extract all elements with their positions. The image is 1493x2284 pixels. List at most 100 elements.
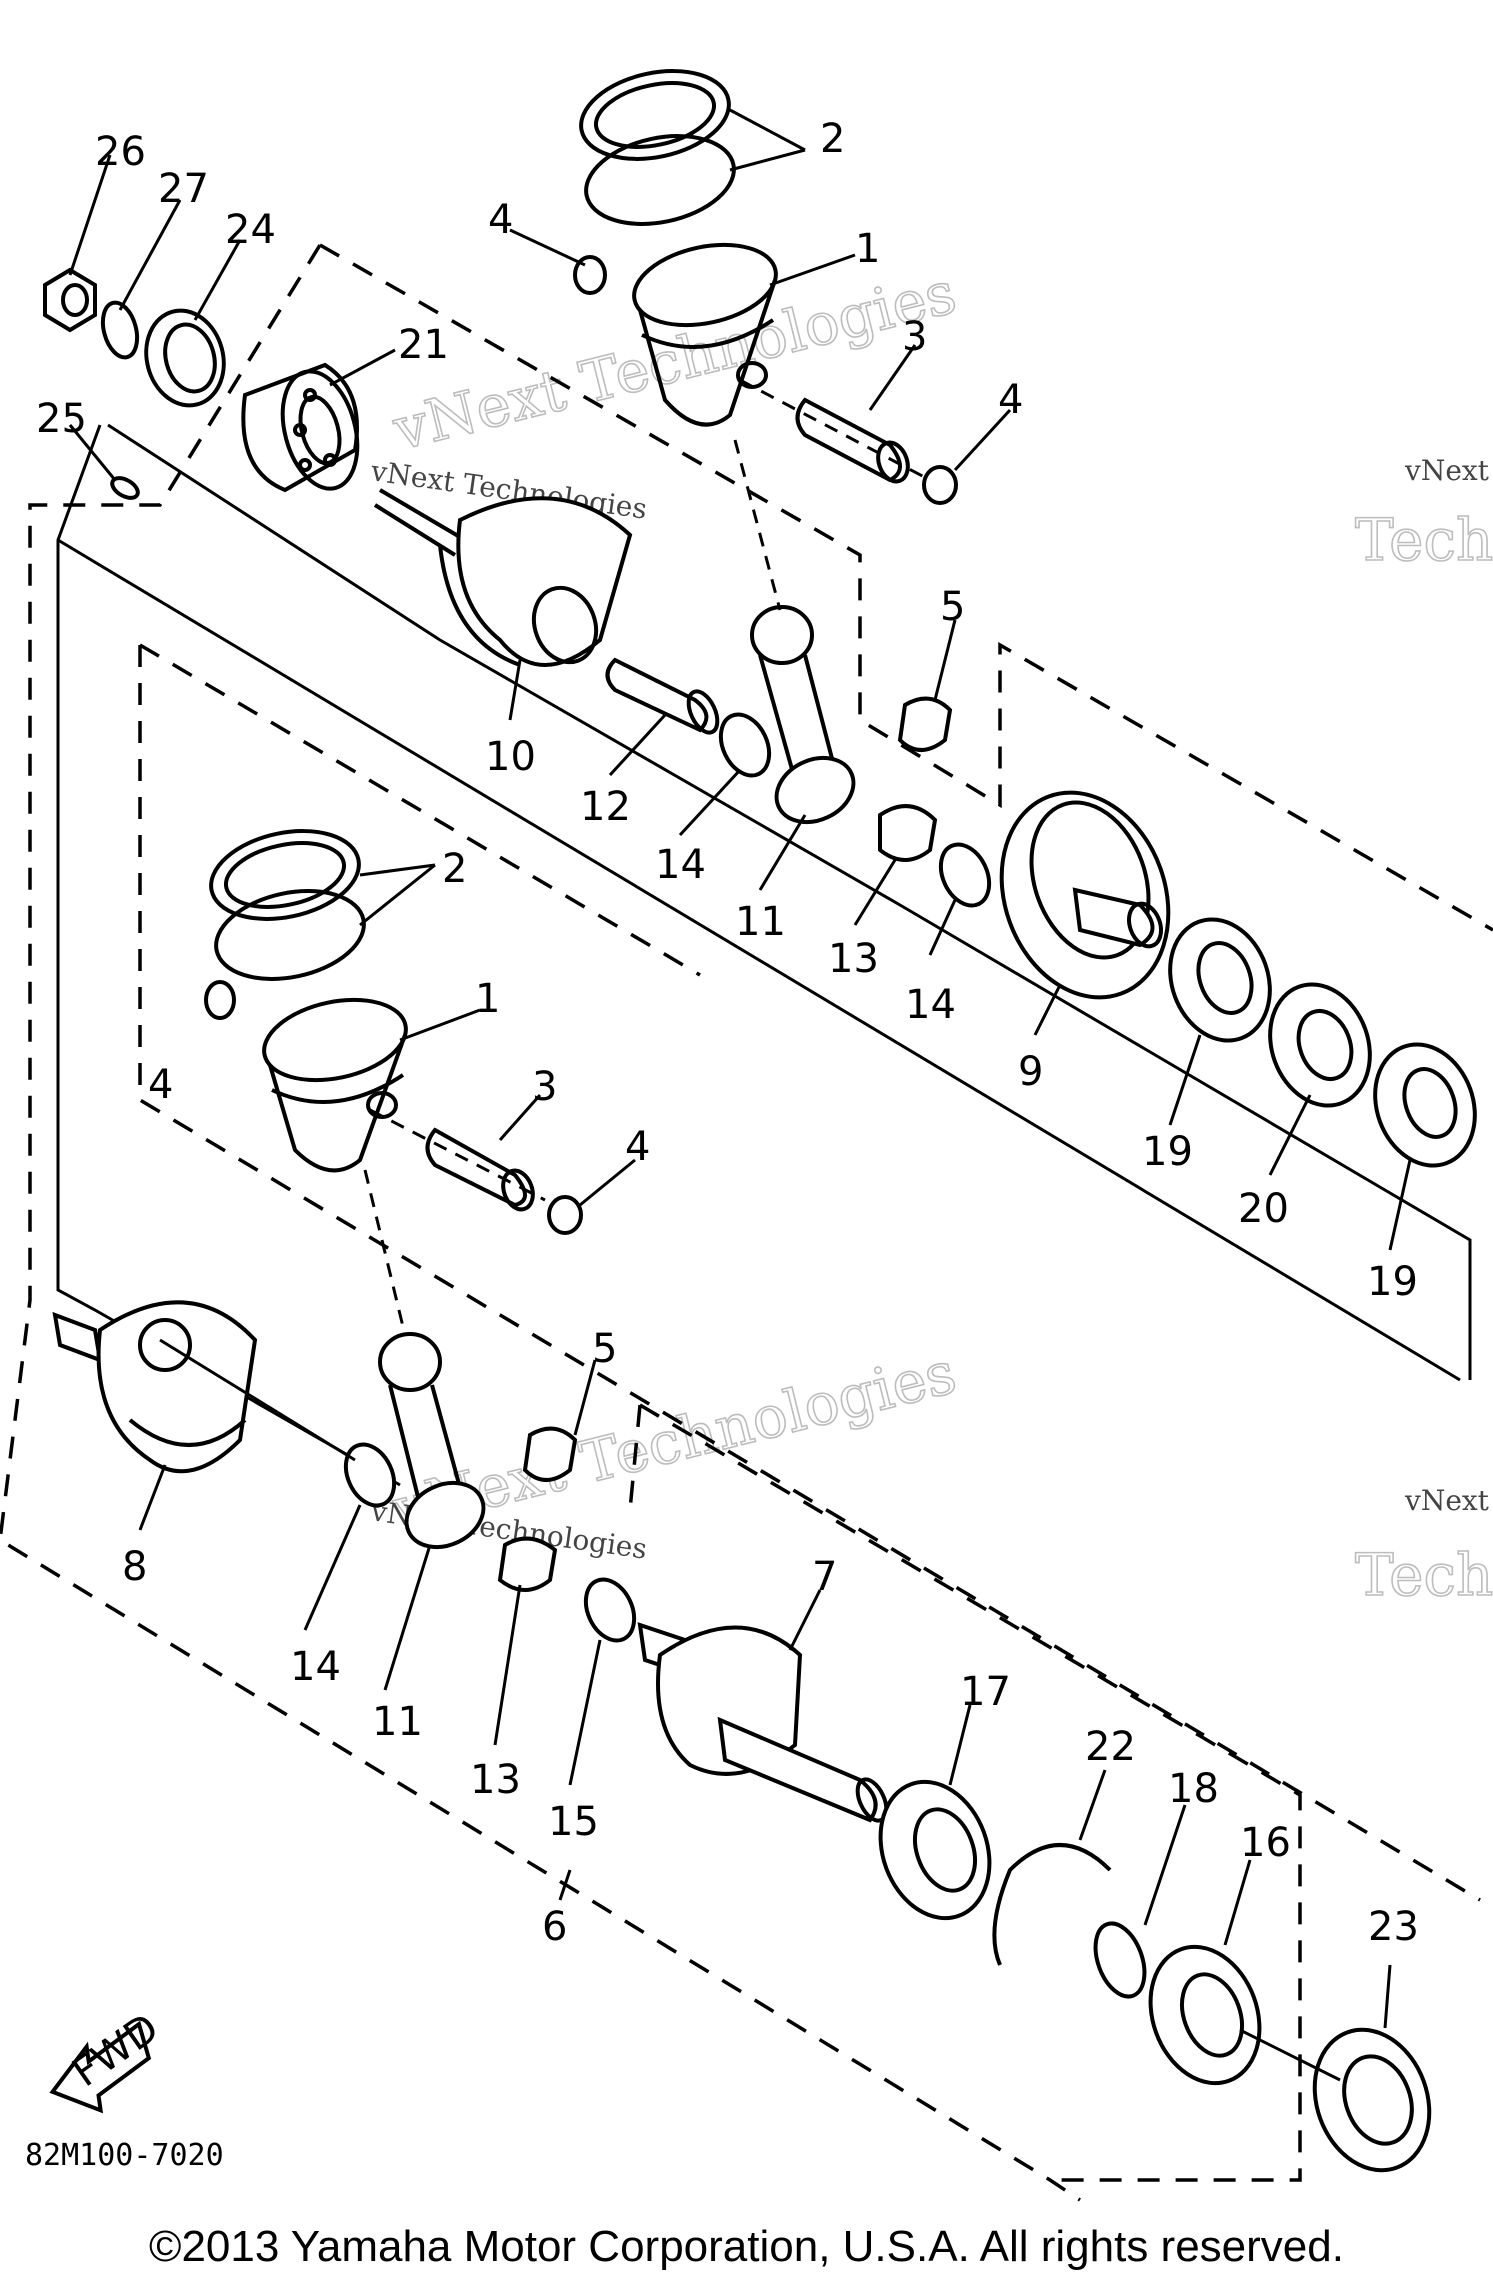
crank-nut-26 [43,267,97,333]
callout-11-upper: 11 [735,899,786,945]
callout-12: 12 [580,784,631,830]
callout-10: 10 [485,734,536,780]
circlip-22 [992,1843,1112,1966]
watermark-edge-large-2: Techn [1355,1541,1493,1609]
callout-24: 24 [225,207,276,253]
pin-axis-upper [739,378,931,482]
gear-20 [1268,982,1372,1108]
callout-6-leader [558,1869,572,1901]
piston-rings-upper [579,69,736,226]
callout-25: 25 [36,396,87,442]
callout-6: 6 [542,1904,567,1950]
callout-5-lower: 5 [592,1326,617,1372]
callout-13-upper: 13 [828,936,879,982]
crank-web-8 [52,1300,258,1474]
callout-26: 26 [95,129,146,175]
callout-3-upper: 3 [902,314,927,360]
lower-crank-assembly-outline [639,1403,1302,2182]
connecting-rod-11-lower [378,1332,486,1550]
callout-21: 21 [398,322,449,368]
woodruff-key-25 [110,476,140,500]
callout-4-upper-left: 4 [488,197,513,243]
lower-crank-axis-line [159,1338,356,1462]
callout-4-lower-right: 4 [625,1124,650,1170]
upper-inner-box-top [139,643,701,977]
callout-2-upper: 2 [820,116,845,162]
callout-14-upper-left: 14 [655,842,706,888]
callout-1-upper: 1 [855,226,880,272]
small-end-bearing-5-upper [897,696,953,752]
piston-pin-lower [425,1127,535,1212]
callout-3-lower: 3 [532,1064,557,1110]
bearing-17 [878,1779,992,1921]
callout-1-lower: 1 [475,976,500,1022]
piston-pin-upper [795,397,910,484]
callout-22: 22 [1085,1724,1136,1770]
upper-frame-diagonal [107,423,1472,1380]
callout-14-lower: 14 [290,1644,341,1690]
callout-4-upper-right: 4 [998,377,1023,423]
callout-2-lower: 2 [442,846,467,892]
watermark-edge-large-1: Techn [1355,506,1493,574]
callout-16: 16 [1240,1820,1291,1866]
small-end-bearing-5-lower [522,1426,578,1482]
washer-27 [100,300,140,360]
pin-axis-lower [369,1108,546,1202]
piston-lower [262,997,408,1173]
big-end-bearing-13-lower [497,1536,558,1592]
callout-7: 7 [812,1554,837,1600]
callout-23: 23 [1368,1904,1419,1950]
bearing-19-lower [1373,1042,1477,1168]
piston-rings-lower [209,829,366,981]
callout-19-lower: 19 [1367,1259,1418,1305]
callout-19-upper: 19 [1142,1129,1193,1175]
callout-18: 18 [1168,1766,1219,1812]
oil-seal-24 [144,308,226,408]
callout-14-upper-right: 14 [905,982,956,1028]
callout-13-lower: 13 [470,1757,521,1803]
rod-axis-lower [363,1169,407,1336]
thrust-washer-14-upper-right [938,842,992,908]
thrust-washer-14-upper-left [718,712,772,778]
circlip-upper-left [573,255,607,295]
connecting-rod-11-upper [750,605,856,825]
callout-15: 15 [548,1799,599,1845]
lower-crank-assembly-left [628,1404,642,1511]
callout-8: 8 [122,1544,147,1590]
lower-crank-axis-line-right [1239,2028,1341,2082]
bearing-21 [241,362,360,493]
rod-axis-upper [733,439,782,611]
upper-frame-lower-diagonal [57,538,1461,1382]
forward-arrow-icon: FWD [49,2005,167,2114]
crank-web-10 [373,488,633,667]
watermark-edge-small-2: vNext [1404,1484,1490,1517]
circlip-lower-left [204,980,236,1020]
callout-9: 9 [1018,1049,1043,1095]
callout-leaders [68,108,1412,2029]
circlip-lower-right [547,1195,583,1235]
oil-seal-23 [1312,2027,1432,2173]
washer-18 [1093,1921,1147,1999]
callout-17: 17 [960,1669,1011,1715]
watermark-edge-small-1: vNext [1404,454,1490,487]
callout-4-lower-left: 4 [148,1062,173,1108]
upper-inner-box-outline [138,645,1481,1902]
callout-20: 20 [1238,1186,1289,1232]
thrust-washer-14-lower [343,1442,397,1508]
callout-27: 27 [158,166,209,212]
piston-upper [632,242,778,427]
bearing-19-upper [1168,917,1272,1043]
thrust-washer-15 [583,1577,637,1643]
upper-crank-assembly-outline-left [0,244,1081,2202]
callout-labels: 2 1 4 3 4 26 27 24 21 25 5 10 12 14 11 1… [36,116,1419,1950]
callout-11-lower: 11 [372,1699,423,1745]
big-end-bearing-13-upper [878,804,938,862]
diagram-code: 82M100-7020 [25,2138,224,2173]
circlip-upper-right [922,465,958,505]
crank-web-7 [637,1622,889,1823]
copyright-notice: ©2013 Yamaha Motor Corporation, U.S.A. A… [149,2222,1344,2271]
callout-5-upper: 5 [940,584,965,630]
bearing-16 [1148,1944,1262,2086]
crank-web-9 [999,790,1171,1000]
